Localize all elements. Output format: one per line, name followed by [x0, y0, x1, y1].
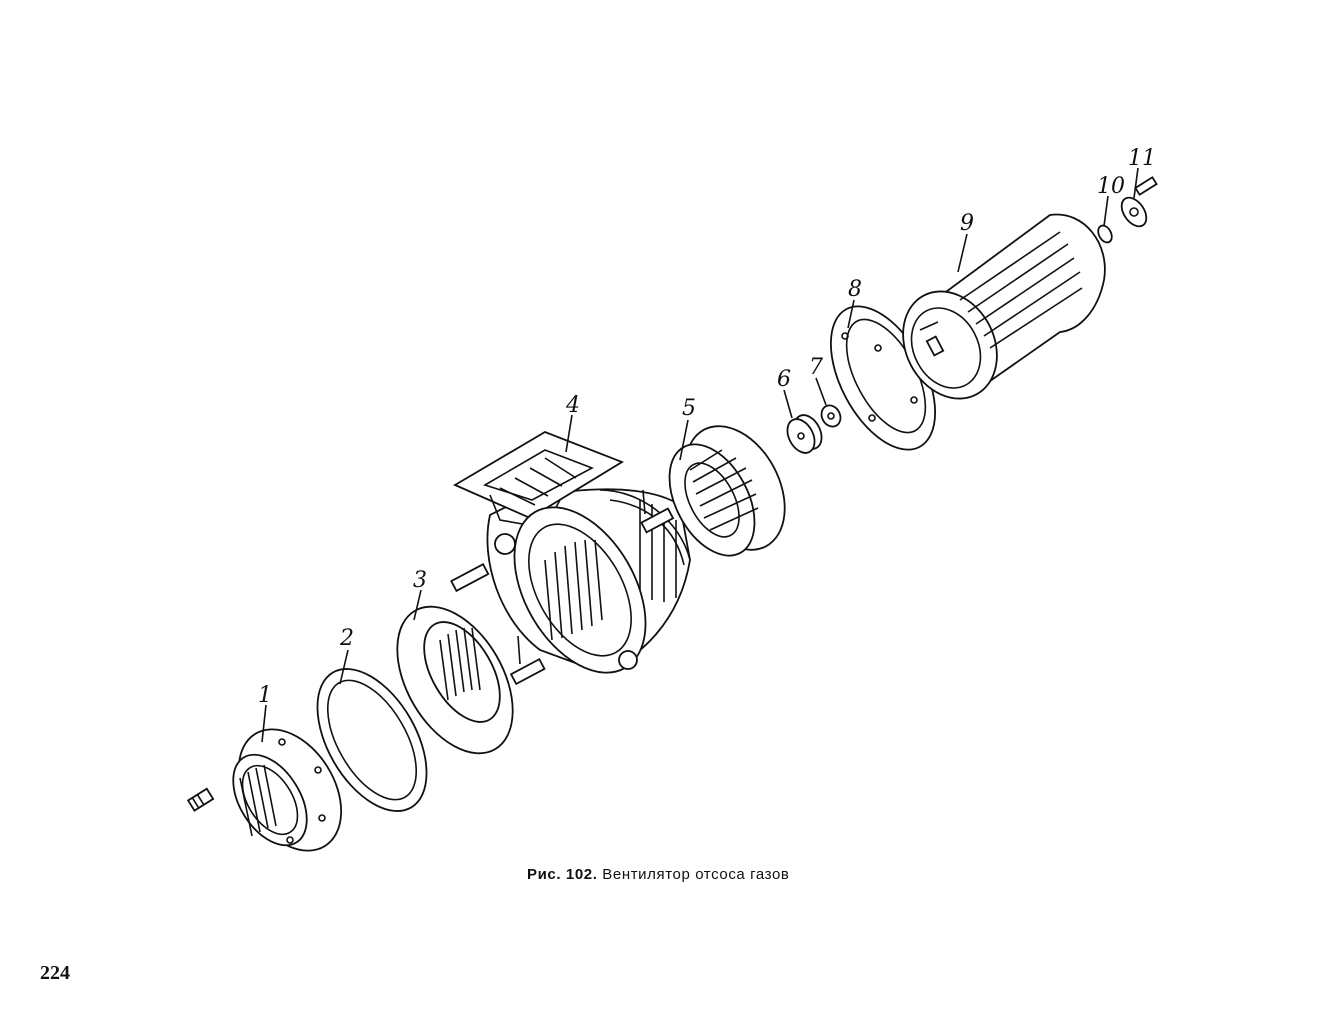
part-10-washer	[1097, 224, 1113, 244]
part-4-volute-housing	[453, 431, 691, 674]
page-number: 224	[40, 962, 70, 984]
part-2-gasket	[316, 668, 428, 812]
callout-11: 11	[1128, 146, 1156, 171]
figure-caption: Рис. 102. Вентилятор отсоса газов	[527, 866, 789, 883]
callout-7: 7	[809, 355, 823, 380]
leader-lines	[261, 167, 1139, 743]
part-11-cover-plate	[1120, 176, 1158, 228]
part-9-electric-motor	[902, 213, 1106, 400]
part-7-nut	[820, 404, 842, 428]
part-6-hub	[786, 414, 823, 454]
callout-5: 5	[682, 396, 696, 421]
part-5-impeller	[668, 425, 786, 557]
callout-9: 9	[960, 211, 974, 236]
callout-8: 8	[848, 277, 862, 302]
callout-6: 6	[777, 367, 791, 392]
figure-number: Рис. 102.	[527, 866, 598, 883]
callout-1: 1	[258, 683, 272, 708]
part-1-outlet-flange	[186, 728, 343, 852]
callout-2: 2	[339, 626, 354, 651]
part-3-inlet-ring	[396, 563, 546, 755]
callout-4: 4	[565, 393, 580, 418]
callouts: 1 2 3 4 5 6 7 8 9 10 11	[258, 146, 1156, 708]
callout-10: 10	[1097, 174, 1125, 199]
callout-3: 3	[413, 568, 427, 593]
figure-title: Вентилятор отсоса газов	[602, 866, 790, 883]
